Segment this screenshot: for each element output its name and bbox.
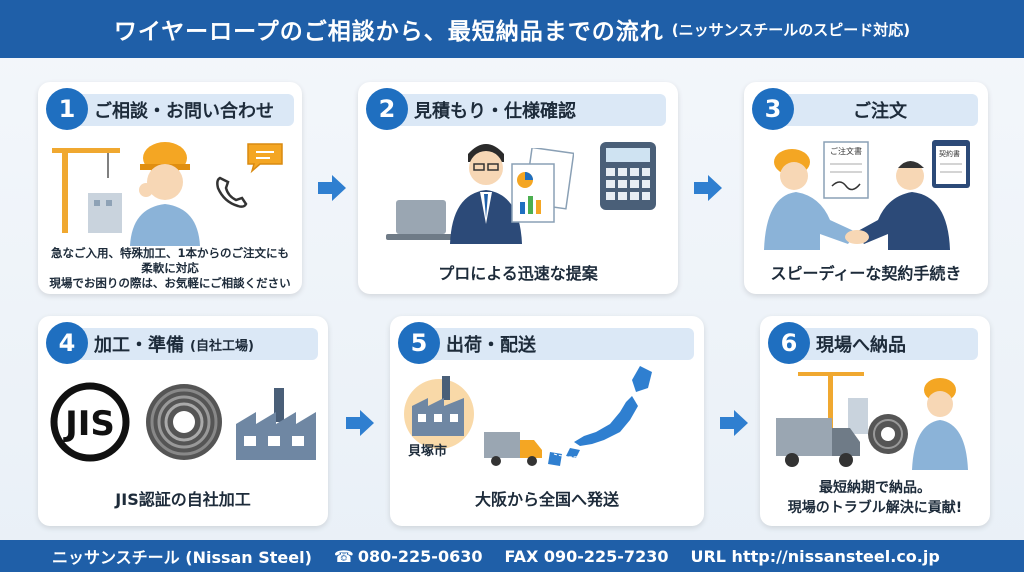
step-caption-6: 最短納期で納品。 現場のトラブル解決に貢献! <box>760 478 990 518</box>
page-title: ワイヤーロープのご相談から、最短納品までの流れ <box>113 19 664 45</box>
step-title-6: 現場へ納品 <box>778 328 978 360</box>
arrow-right-icon <box>720 410 748 436</box>
document-chart-icon <box>511 148 574 223</box>
arrow-right-icon <box>318 175 346 201</box>
jis-logo-icon: JIS <box>50 382 130 462</box>
step-title-1: ご相談・お問い合わせ <box>56 94 294 126</box>
step-card-1: 1 ご相談・お問い合わせ 急なご入用、特殊加工、1本からのご注文にも 柔軟に対応… <box>38 82 302 294</box>
clipboard-icon: 契約書 <box>932 140 970 188</box>
caption-line: 現場のトラブル解決に貢献! <box>787 500 963 516</box>
company-name: ニッサンスチール (Nissan Steel) <box>52 548 312 567</box>
note-line: 現場でお困りの際は、お気軽にご相談ください <box>49 276 291 290</box>
telephone-icon: ☎ <box>333 546 354 566</box>
construction-worker-icon <box>912 378 968 470</box>
footer-banner: ニッサンスチール (Nissan Steel) ☎080-225-0630 FA… <box>0 540 1024 572</box>
step-title-small: (自社工場) <box>190 338 254 354</box>
fax-number: FAX 090-225-7230 <box>504 546 669 566</box>
website-link[interactable]: URL http://nissansteel.co.jp <box>690 546 940 566</box>
businessman-icon <box>450 144 522 244</box>
laptop-icon <box>386 200 456 240</box>
step-note-1: 急なご入用、特殊加工、1本からのご注文にも 柔軟に対応 現場でお困りの際は、お気… <box>48 246 292 291</box>
jis-logo-text: JIS <box>63 404 115 444</box>
caption-line: 最短納期で納品。 <box>819 480 931 496</box>
arrow-right-icon <box>694 175 722 201</box>
step-title-text: 見積もり・仕様確認 <box>414 101 576 122</box>
truck-icon <box>484 432 542 466</box>
step-caption-5: 大阪から全国へ発送 <box>474 490 619 509</box>
step-title-text: ご注文 <box>853 101 907 122</box>
header-banner: ワイヤーロープのご相談から、最短納品までの流れ (ニッサンスチールのスピード対応… <box>0 0 1024 58</box>
phone-number: 080-225-0630 <box>357 546 483 566</box>
page-subtitle: (ニッサンスチールのスピード対応) <box>671 20 911 39</box>
phone-icon <box>216 176 248 208</box>
step-card-5: 5 出荷・配送 貝塚市 大阪から全国へ発送 <box>390 316 704 526</box>
step-caption-3: スピーディーな契約手続き <box>770 264 962 283</box>
step-number-2: 2 <box>366 88 408 130</box>
calculator-icon <box>600 142 656 210</box>
step-card-4: 4 加工・準備 (自社工場) JIS JIS認証の自社加工 <box>38 316 328 526</box>
truck-icon <box>776 418 860 467</box>
step-caption-2: プロによる迅速な提案 <box>438 264 598 283</box>
step-number-1: 1 <box>46 88 88 130</box>
note-line: 柔軟に対応 <box>141 261 199 275</box>
factory-icon <box>236 388 316 460</box>
step-title-4: 加工・準備 (自社工場) <box>56 328 318 360</box>
speech-bubble-icon <box>247 143 283 174</box>
step-title-text: 現場へ納品 <box>816 335 906 356</box>
origin-factory-icon <box>404 376 474 449</box>
step-card-2: 2 見積もり・仕様確認 プロによる迅速な <box>358 82 678 294</box>
step-caption-4: JIS認証の自社加工 <box>115 490 251 509</box>
arrow-right-icon <box>346 410 374 436</box>
note-line: 急なご入用、特殊加工、1本からのご注文にも <box>51 246 289 260</box>
phone-contact[interactable]: ☎080-225-0630 <box>334 547 483 566</box>
wire-rope-coil-icon <box>868 414 908 454</box>
crane-icon <box>798 372 868 434</box>
contract-label: 契約書 <box>939 149 960 158</box>
step-card-3: 3 ご注文 ご注文書 契約書 スピーディーな契約手続き <box>744 82 988 294</box>
contract-icon: ご注文書 <box>823 141 869 199</box>
japan-map-icon <box>548 366 652 466</box>
step-title-text: 加工・準備 <box>94 335 184 356</box>
crane-icon <box>52 148 122 233</box>
step-number-6: 6 <box>768 322 810 364</box>
step-title-2: 見積もり・仕様確認 <box>376 94 666 126</box>
step-title-text: 出荷・配送 <box>446 335 536 356</box>
step-number-4: 4 <box>46 322 88 364</box>
step-card-6: 6 現場へ納品 最短納期で納品。 現場のトラブル解決に貢献! <box>760 316 990 526</box>
wire-rope-coil-icon <box>146 384 222 460</box>
step-title-text: ご相談・お問い合わせ <box>94 101 274 122</box>
step-number-5: 5 <box>398 322 440 364</box>
handshake-icon <box>764 149 950 250</box>
step-title-5: 出荷・配送 <box>408 328 694 360</box>
step-title-3: ご注文 <box>762 94 978 126</box>
contract-label: ご注文書 <box>830 146 862 156</box>
origin-label: 貝塚市 <box>408 444 448 459</box>
construction-worker-icon <box>130 142 200 246</box>
step-number-3: 3 <box>752 88 794 130</box>
